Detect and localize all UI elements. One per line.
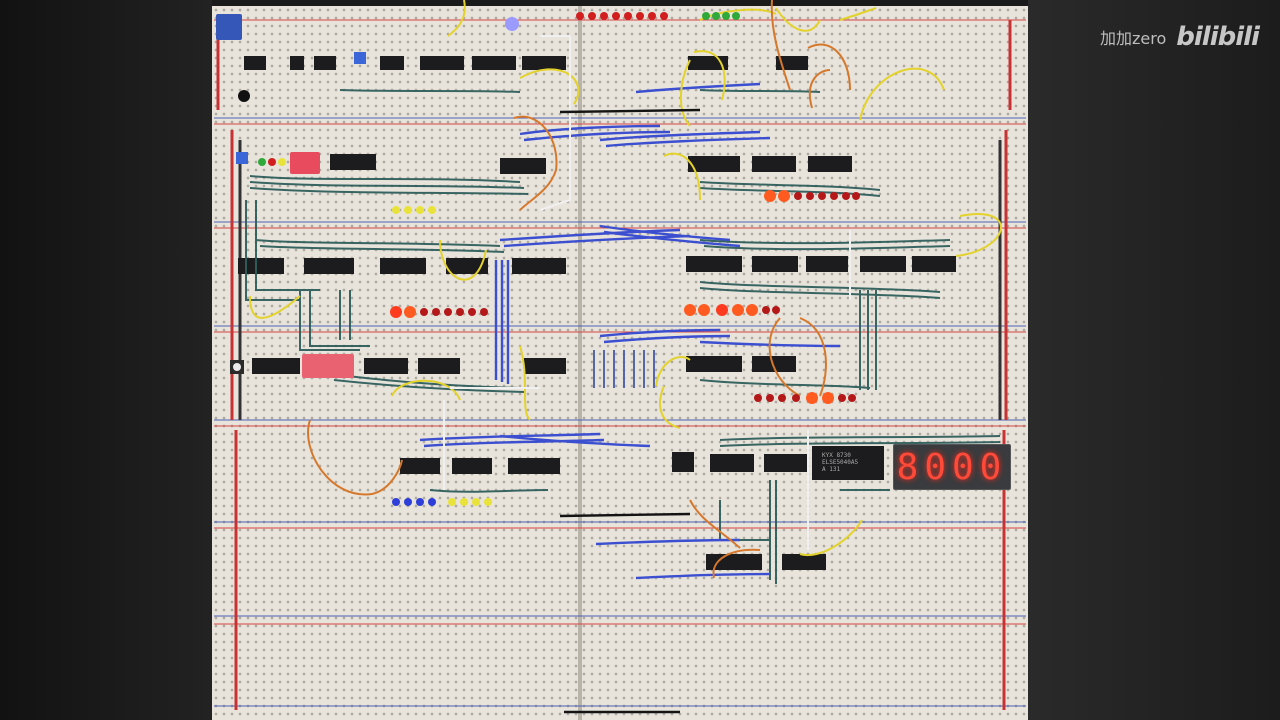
seven-segment-display: 8000 [893,444,1011,490]
loose-wires [249,0,1002,579]
chip-marking-line2: ELSE5040A5 [822,459,859,466]
chip-marking-line3: A 131 [822,466,841,473]
black-straps [559,108,701,714]
led-bank-a [390,306,488,318]
bilibili-logo: bilibili [1176,22,1260,52]
board-center-gap [578,6,582,720]
chip-marking-line1: KYX 8730 [822,452,851,459]
dip-switches [216,14,354,378]
status-leds [258,17,519,166]
led-bank-b [764,190,860,202]
background-left [0,0,212,720]
center-straps [593,350,655,388]
led-bank-d [754,392,856,404]
buttons [230,52,366,374]
watermark-channel: 加加zero [1100,29,1167,48]
led-bank-top [576,12,668,20]
led-bank-c [684,304,780,316]
led-bank-top-green [702,12,740,20]
background-right [1028,0,1280,720]
chip-marking: KYX 8730 ELSE5040A5 A 131 [822,452,858,473]
ic-chips [238,56,956,570]
led-bank-blue [392,498,436,506]
teal-wire-bundles [245,89,1001,584]
led-bank-yellow [392,206,492,506]
watermark: 加加zero bilibili [1100,20,1260,54]
clock-led-blue [505,17,519,31]
display-digits: 8000 [896,446,1008,488]
